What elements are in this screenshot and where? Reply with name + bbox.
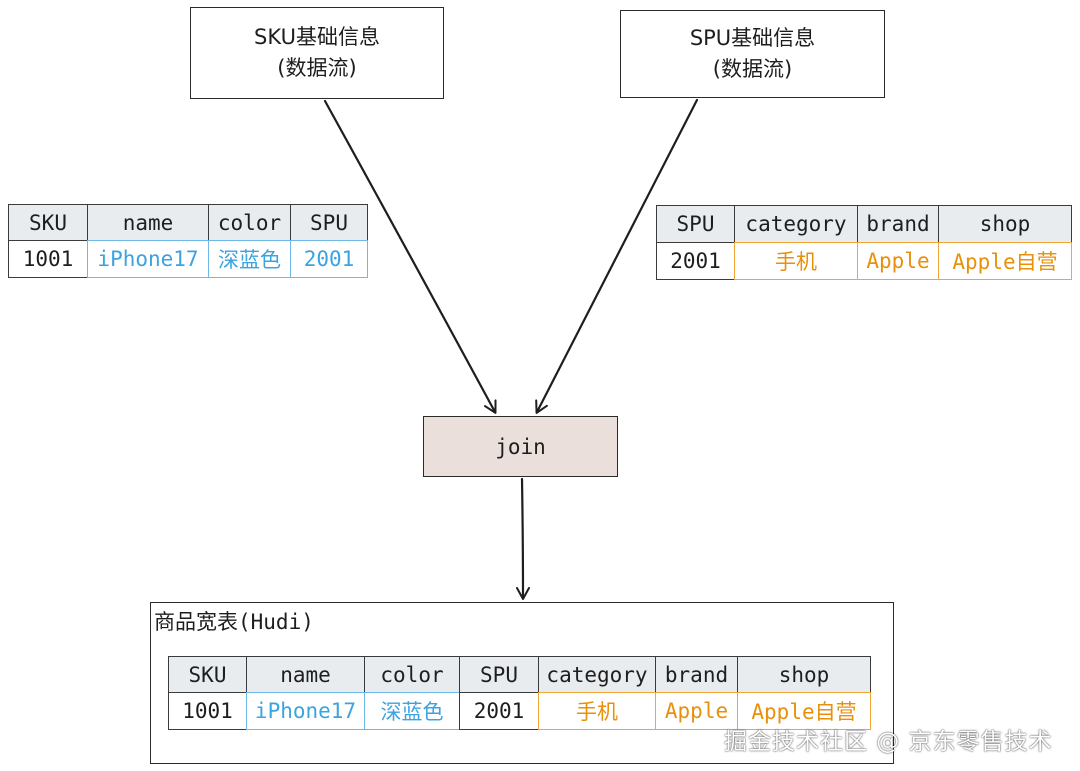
join-label: join (495, 434, 546, 459)
hudi-header-brand: brand (655, 656, 738, 693)
spu-source-box: SPU基础信息 (数据流) (620, 10, 885, 98)
hudi-header-sku: SKU (168, 656, 247, 693)
spu-table-cell-spu: 2001 (656, 242, 735, 280)
hudi-header-color: color (364, 656, 460, 693)
sku-table-cell-spu: 2001 (290, 240, 368, 278)
hudi-header-category: category (538, 656, 656, 693)
hudi-header-spu: SPU (459, 656, 539, 693)
hudi-cell-shop: Apple自营 (737, 692, 871, 730)
hudi-cell-name: iPhone17 (246, 692, 365, 730)
hudi-cell-brand: Apple (655, 692, 738, 730)
arrow-spu-to-join (535, 98, 699, 414)
sku-source-subtitle: (数据流) (277, 56, 357, 80)
spu-table-cell-shop: Apple自营 (938, 242, 1072, 280)
sku-table-cell-sku: 1001 (8, 240, 88, 278)
hudi-header-name: name (246, 656, 365, 693)
join-box: join (423, 416, 618, 477)
spu-table-header-shop: shop (938, 205, 1072, 243)
hudi-header-shop: shop (737, 656, 871, 693)
spu-table-header-category: category (734, 205, 858, 243)
spu-table-header-spu: SPU (656, 205, 735, 243)
hudi-cell-spu: 2001 (459, 692, 539, 730)
sku-table-header-spu: SPU (290, 204, 368, 241)
spu-table-cell-brand: Apple (857, 242, 939, 280)
watermark: 掘金技术社区 @ 京东零售技术 (724, 729, 1053, 755)
sku-table-header-name: name (87, 204, 209, 241)
hudi-cell-sku: 1001 (168, 692, 247, 730)
sku-source-box: SKU基础信息 (数据流) (190, 7, 444, 99)
hudi-cell-category: 手机 (538, 692, 656, 730)
sku-table-cell-name: iPhone17 (87, 240, 209, 278)
hudi-cell-color: 深蓝色 (364, 692, 460, 730)
sku-source-title: SKU基础信息 (254, 25, 380, 49)
arrow-join-to-hudi (515, 477, 530, 600)
spu-source-subtitle: (数据流) (712, 57, 793, 81)
spu-table-header-brand: brand (857, 205, 939, 243)
hudi-title: 商品宽表(Hudi) (154, 610, 314, 634)
spu-source-title: SPU基础信息 (689, 26, 816, 50)
arrow-sku-to-join (323, 99, 497, 414)
